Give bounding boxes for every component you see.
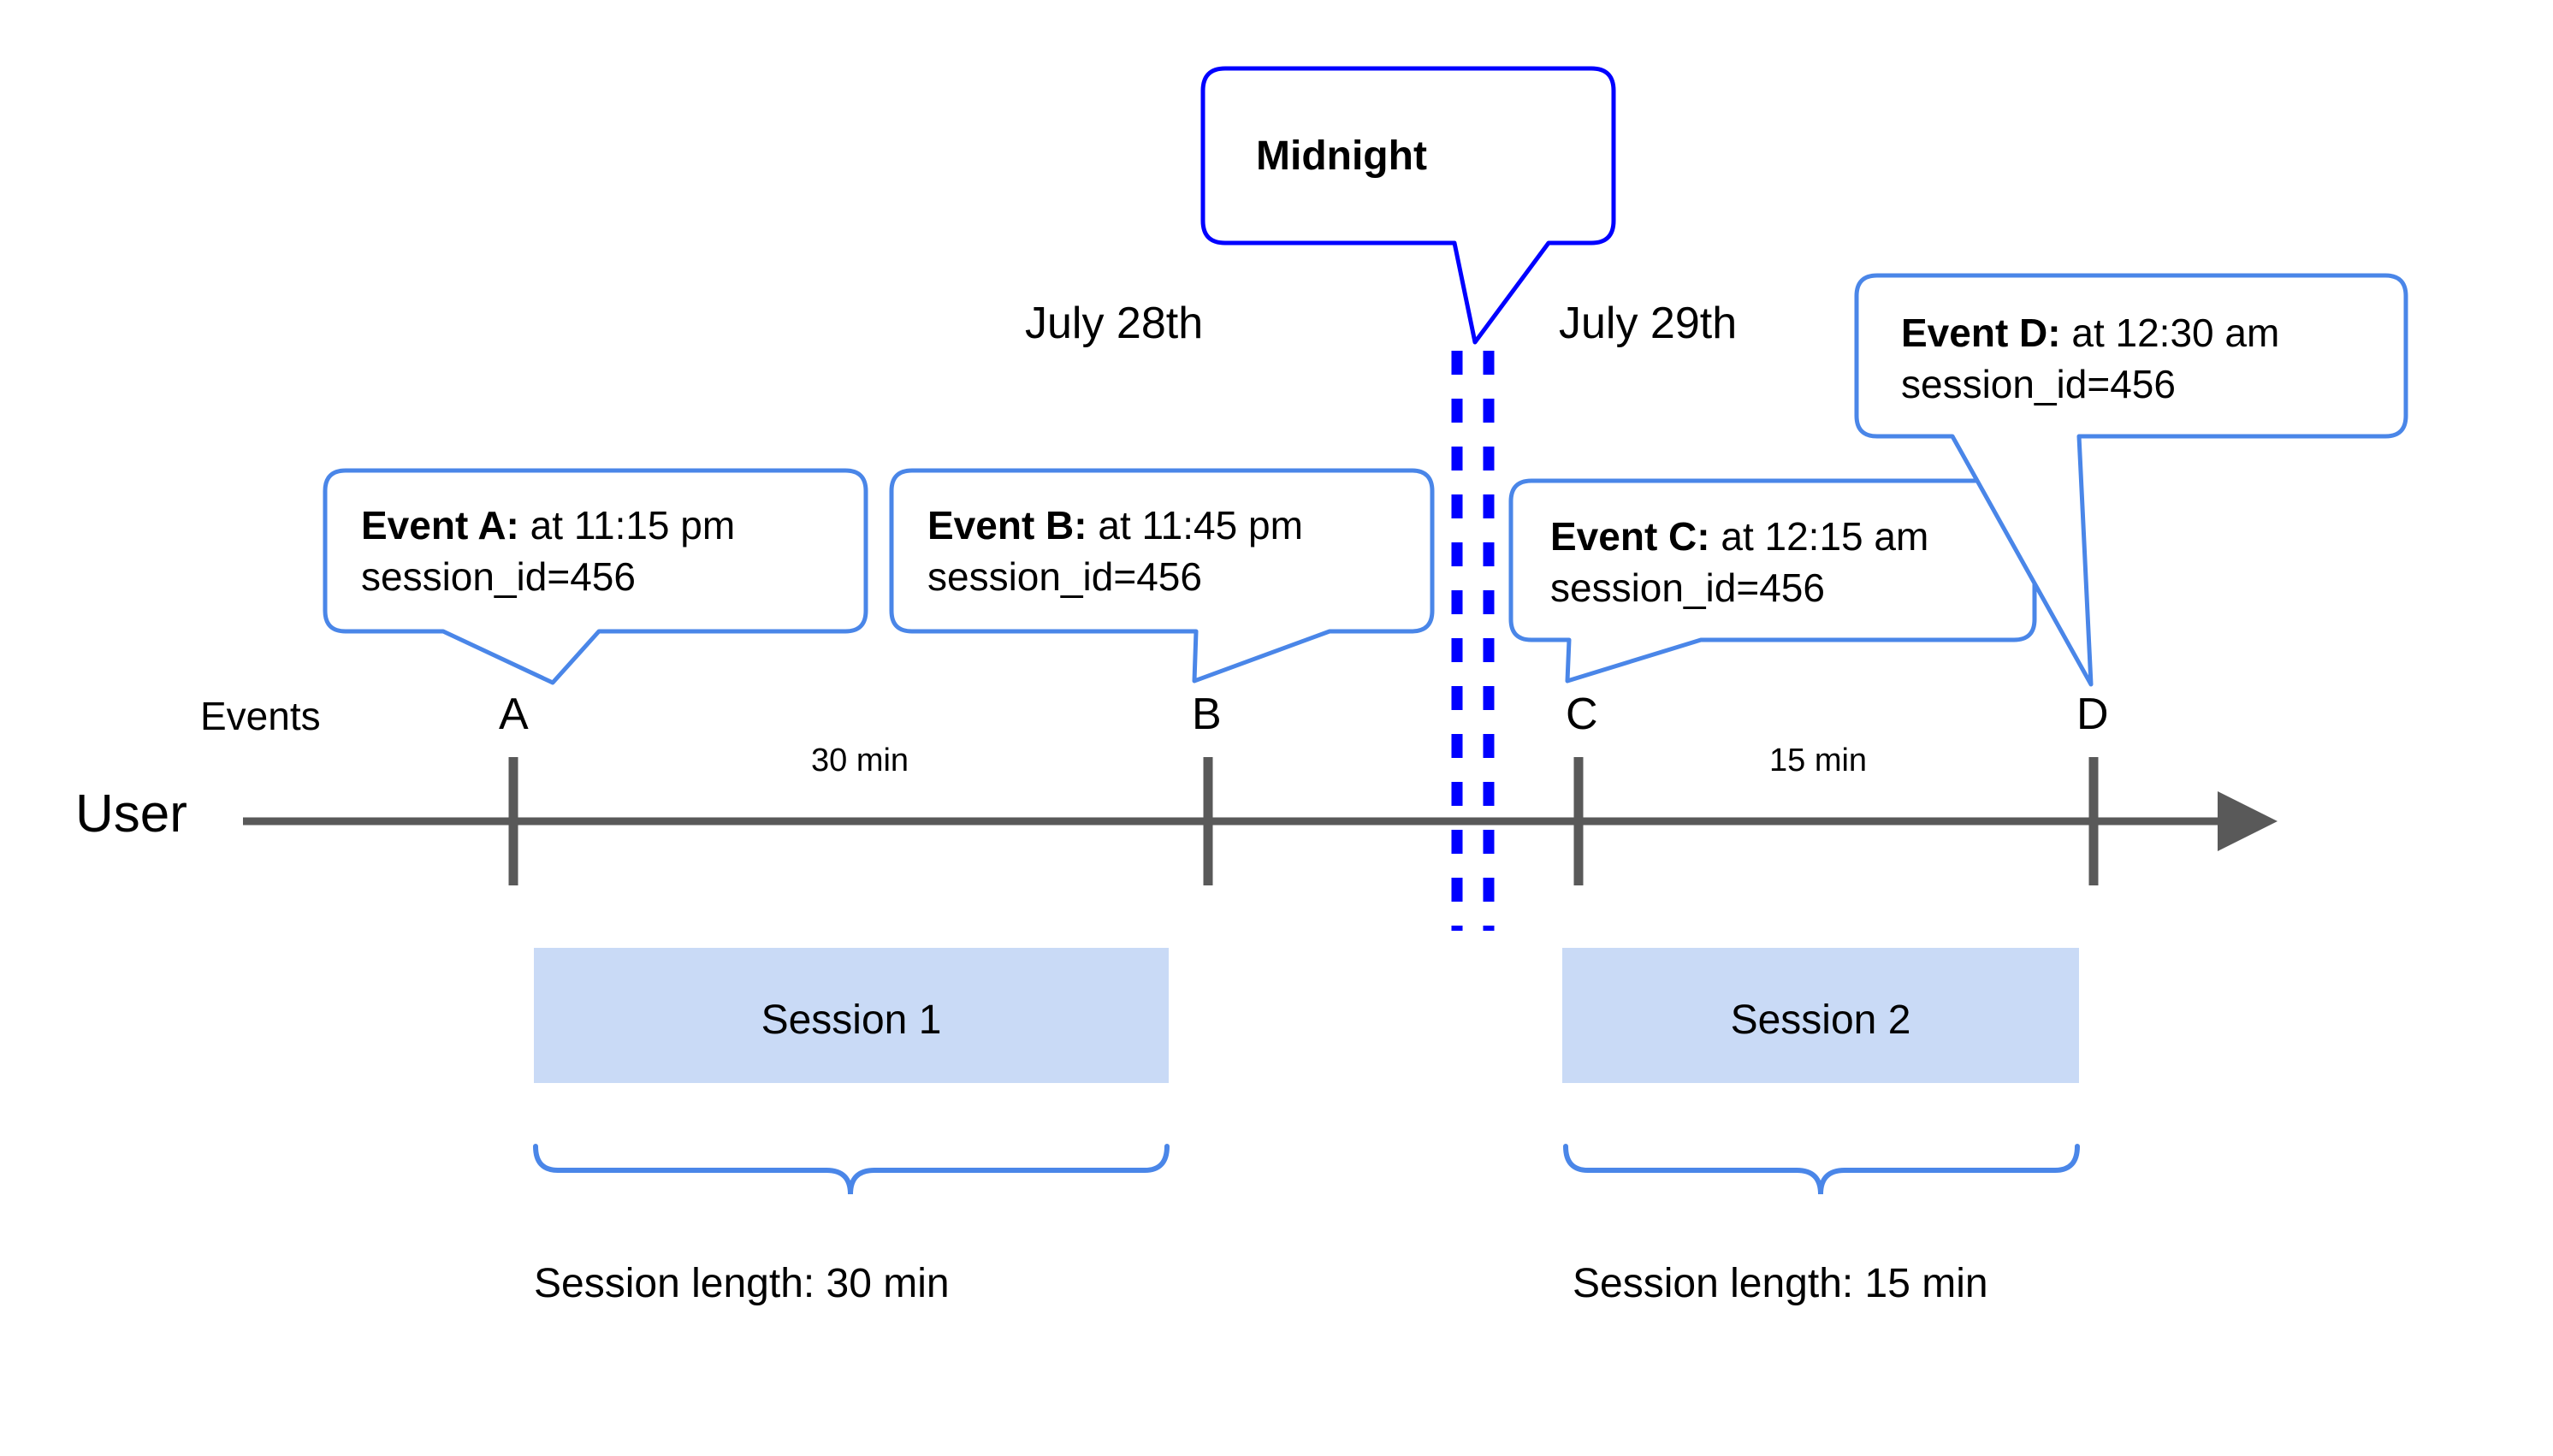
timeline-axis [243, 757, 2278, 885]
event-callout-detail-a: at 11:15 pm [518, 503, 736, 547]
event-callout-text-a: Event A: at 11:15 pm session_id=456 [361, 500, 735, 603]
gap-duration-label-2: 15 min [1769, 743, 1868, 778]
axis-arrowhead [2218, 791, 2278, 851]
event-marker-label-c: C [1566, 690, 1598, 739]
session-brace-1 [533, 1144, 1170, 1195]
axis-events-label: Events [200, 694, 321, 738]
event-marker-label-a: A [499, 690, 529, 739]
event-b-bubble [889, 468, 1435, 684]
midnight-label: Midnight [1256, 133, 1427, 179]
event-callout-line2-a: session_id=456 [361, 553, 636, 599]
midnight-callout-shape [1200, 66, 1616, 345]
date-label-july-28: July 28th [1025, 299, 1204, 348]
event-callout-b-shape [889, 468, 1435, 684]
event-callout-text-c: Event C: at 12:15 am session_id=456 [1550, 512, 1928, 614]
session-length-label-1: Session length: 30 min [534, 1261, 950, 1306]
event-callout-a-shape [323, 468, 868, 685]
event-callout-d-shape [1854, 273, 2408, 687]
gap-duration-label-1: 30 min [811, 743, 909, 778]
event-marker-label-d: D [2076, 690, 2109, 739]
session-brace-2 [1563, 1144, 2080, 1195]
session-bar-label-1: Session 1 [761, 997, 942, 1043]
axis-user-label: User [75, 784, 187, 843]
session-bar-label-2: Session 2 [1730, 997, 1911, 1043]
event-callout-detail-b: at 11:45 pm [1087, 503, 1303, 547]
session-bar-2 [1562, 948, 2079, 1083]
event-callout-detail-d: at 12:30 am [2060, 311, 2280, 355]
date-label-july-29: July 29th [1559, 299, 1738, 348]
event-callout-title-d: Event D: [1901, 311, 2061, 355]
event-callout-line2-b: session_id=456 [927, 553, 1202, 599]
midnight-bubble [1200, 66, 1616, 345]
event-marker-label-b: B [1192, 690, 1222, 739]
event-callout-line2-c: session_id=456 [1550, 565, 1825, 610]
event-a-bubble [323, 468, 868, 685]
session-length-label-2: Session length: 15 min [1573, 1261, 1988, 1306]
event-d-bubble [1854, 273, 2408, 687]
event-callout-line2-d: session_id=456 [1901, 361, 2176, 406]
event-callout-text-b: Event B: at 11:45 pm session_id=456 [927, 500, 1303, 603]
event-callout-detail-c: at 12:15 am [1709, 514, 1929, 559]
midnight-divider-lines [1451, 351, 1495, 931]
event-callout-title-b: Event B: [927, 503, 1087, 547]
event-callout-text-d: Event D: at 12:30 am session_id=456 [1901, 308, 2279, 411]
session-bar-1 [534, 948, 1169, 1083]
event-callout-title-a: Event A: [361, 503, 519, 547]
event-callout-title-c: Event C: [1550, 514, 1710, 559]
